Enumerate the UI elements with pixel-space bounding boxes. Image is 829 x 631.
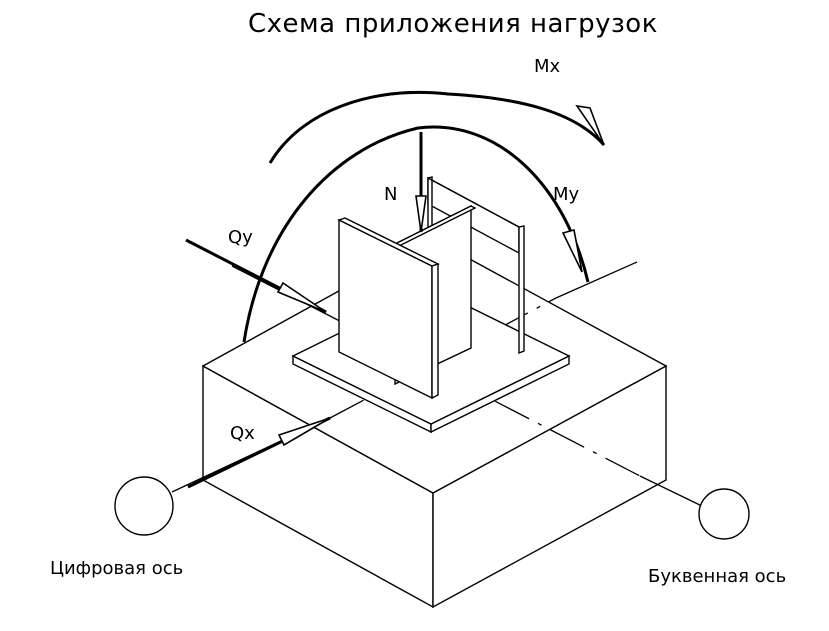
letter-axis-bubble	[698, 488, 750, 540]
column-i-beam	[337, 176, 525, 400]
moment-my-arrow	[242, 125, 590, 343]
digital-axis-label: Цифровая ось	[50, 558, 183, 579]
label-qx: Qx	[230, 423, 255, 444]
moment-mx-arrow	[268, 90, 606, 164]
digital-axis-bubble	[114, 476, 174, 536]
label-qy: Qy	[228, 227, 253, 248]
label-my: My	[553, 184, 580, 205]
label-mx: Mx	[534, 56, 561, 77]
diagram-title: Схема приложения нагрузок	[248, 9, 658, 39]
letter-axis-label: Буквенная ось	[648, 566, 786, 587]
force-qy-arrow	[185, 238, 327, 314]
label-n: N	[384, 184, 397, 205]
force-n-arrow	[415, 132, 427, 233]
force-qx-arrow	[187, 416, 331, 489]
